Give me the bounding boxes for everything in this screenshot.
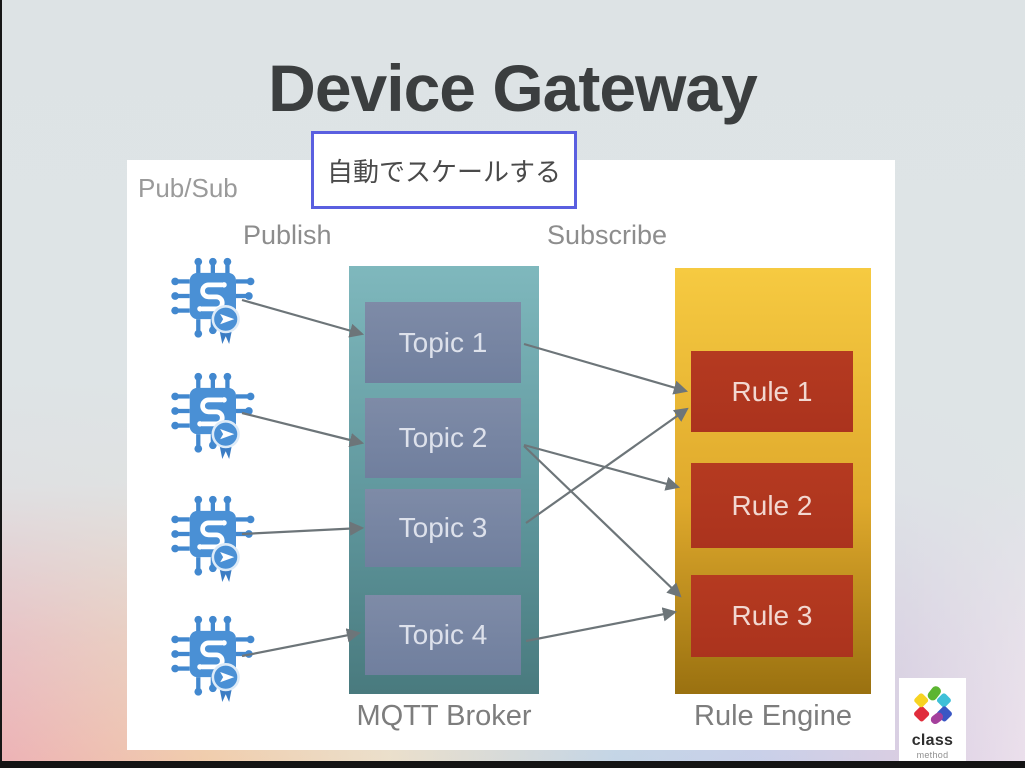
classmethod-logo: class method xyxy=(899,678,966,762)
annotation-callout-text: 自動でスケールする xyxy=(326,157,561,188)
topic-box: Topic 3 xyxy=(365,489,521,567)
topic-box: Topic 4 xyxy=(365,595,521,675)
iot-device-icon xyxy=(171,615,255,702)
rule-box: Rule 1 xyxy=(691,351,853,432)
classmethod-logo-text: class xyxy=(911,732,954,749)
pubsub-label: Pub/Sub xyxy=(138,173,238,203)
rule-engine-label: Rule Engine xyxy=(694,700,852,732)
publish-label: Publish xyxy=(243,220,332,250)
classmethod-logo-subtext: method xyxy=(916,750,949,760)
iot-device-icon xyxy=(171,372,255,459)
topic-box: Topic 2 xyxy=(365,398,521,478)
screen-edge-bottom xyxy=(0,761,1025,768)
rule-box: Rule 2 xyxy=(691,463,853,548)
slide-title: Device Gateway xyxy=(268,51,758,125)
topic-box: Topic 1 xyxy=(365,302,521,383)
subscribe-label: Subscribe xyxy=(547,220,668,250)
iot-device-icon xyxy=(171,495,255,582)
screen-edge-left xyxy=(0,0,2,768)
mqtt-broker-label: MQTT Broker xyxy=(356,700,532,732)
annotation-callout: 自動でスケールする xyxy=(311,131,577,209)
classmethod-logo-icon xyxy=(913,686,952,724)
rule-box: Rule 3 xyxy=(691,575,853,657)
iot-device-icon xyxy=(171,257,255,344)
